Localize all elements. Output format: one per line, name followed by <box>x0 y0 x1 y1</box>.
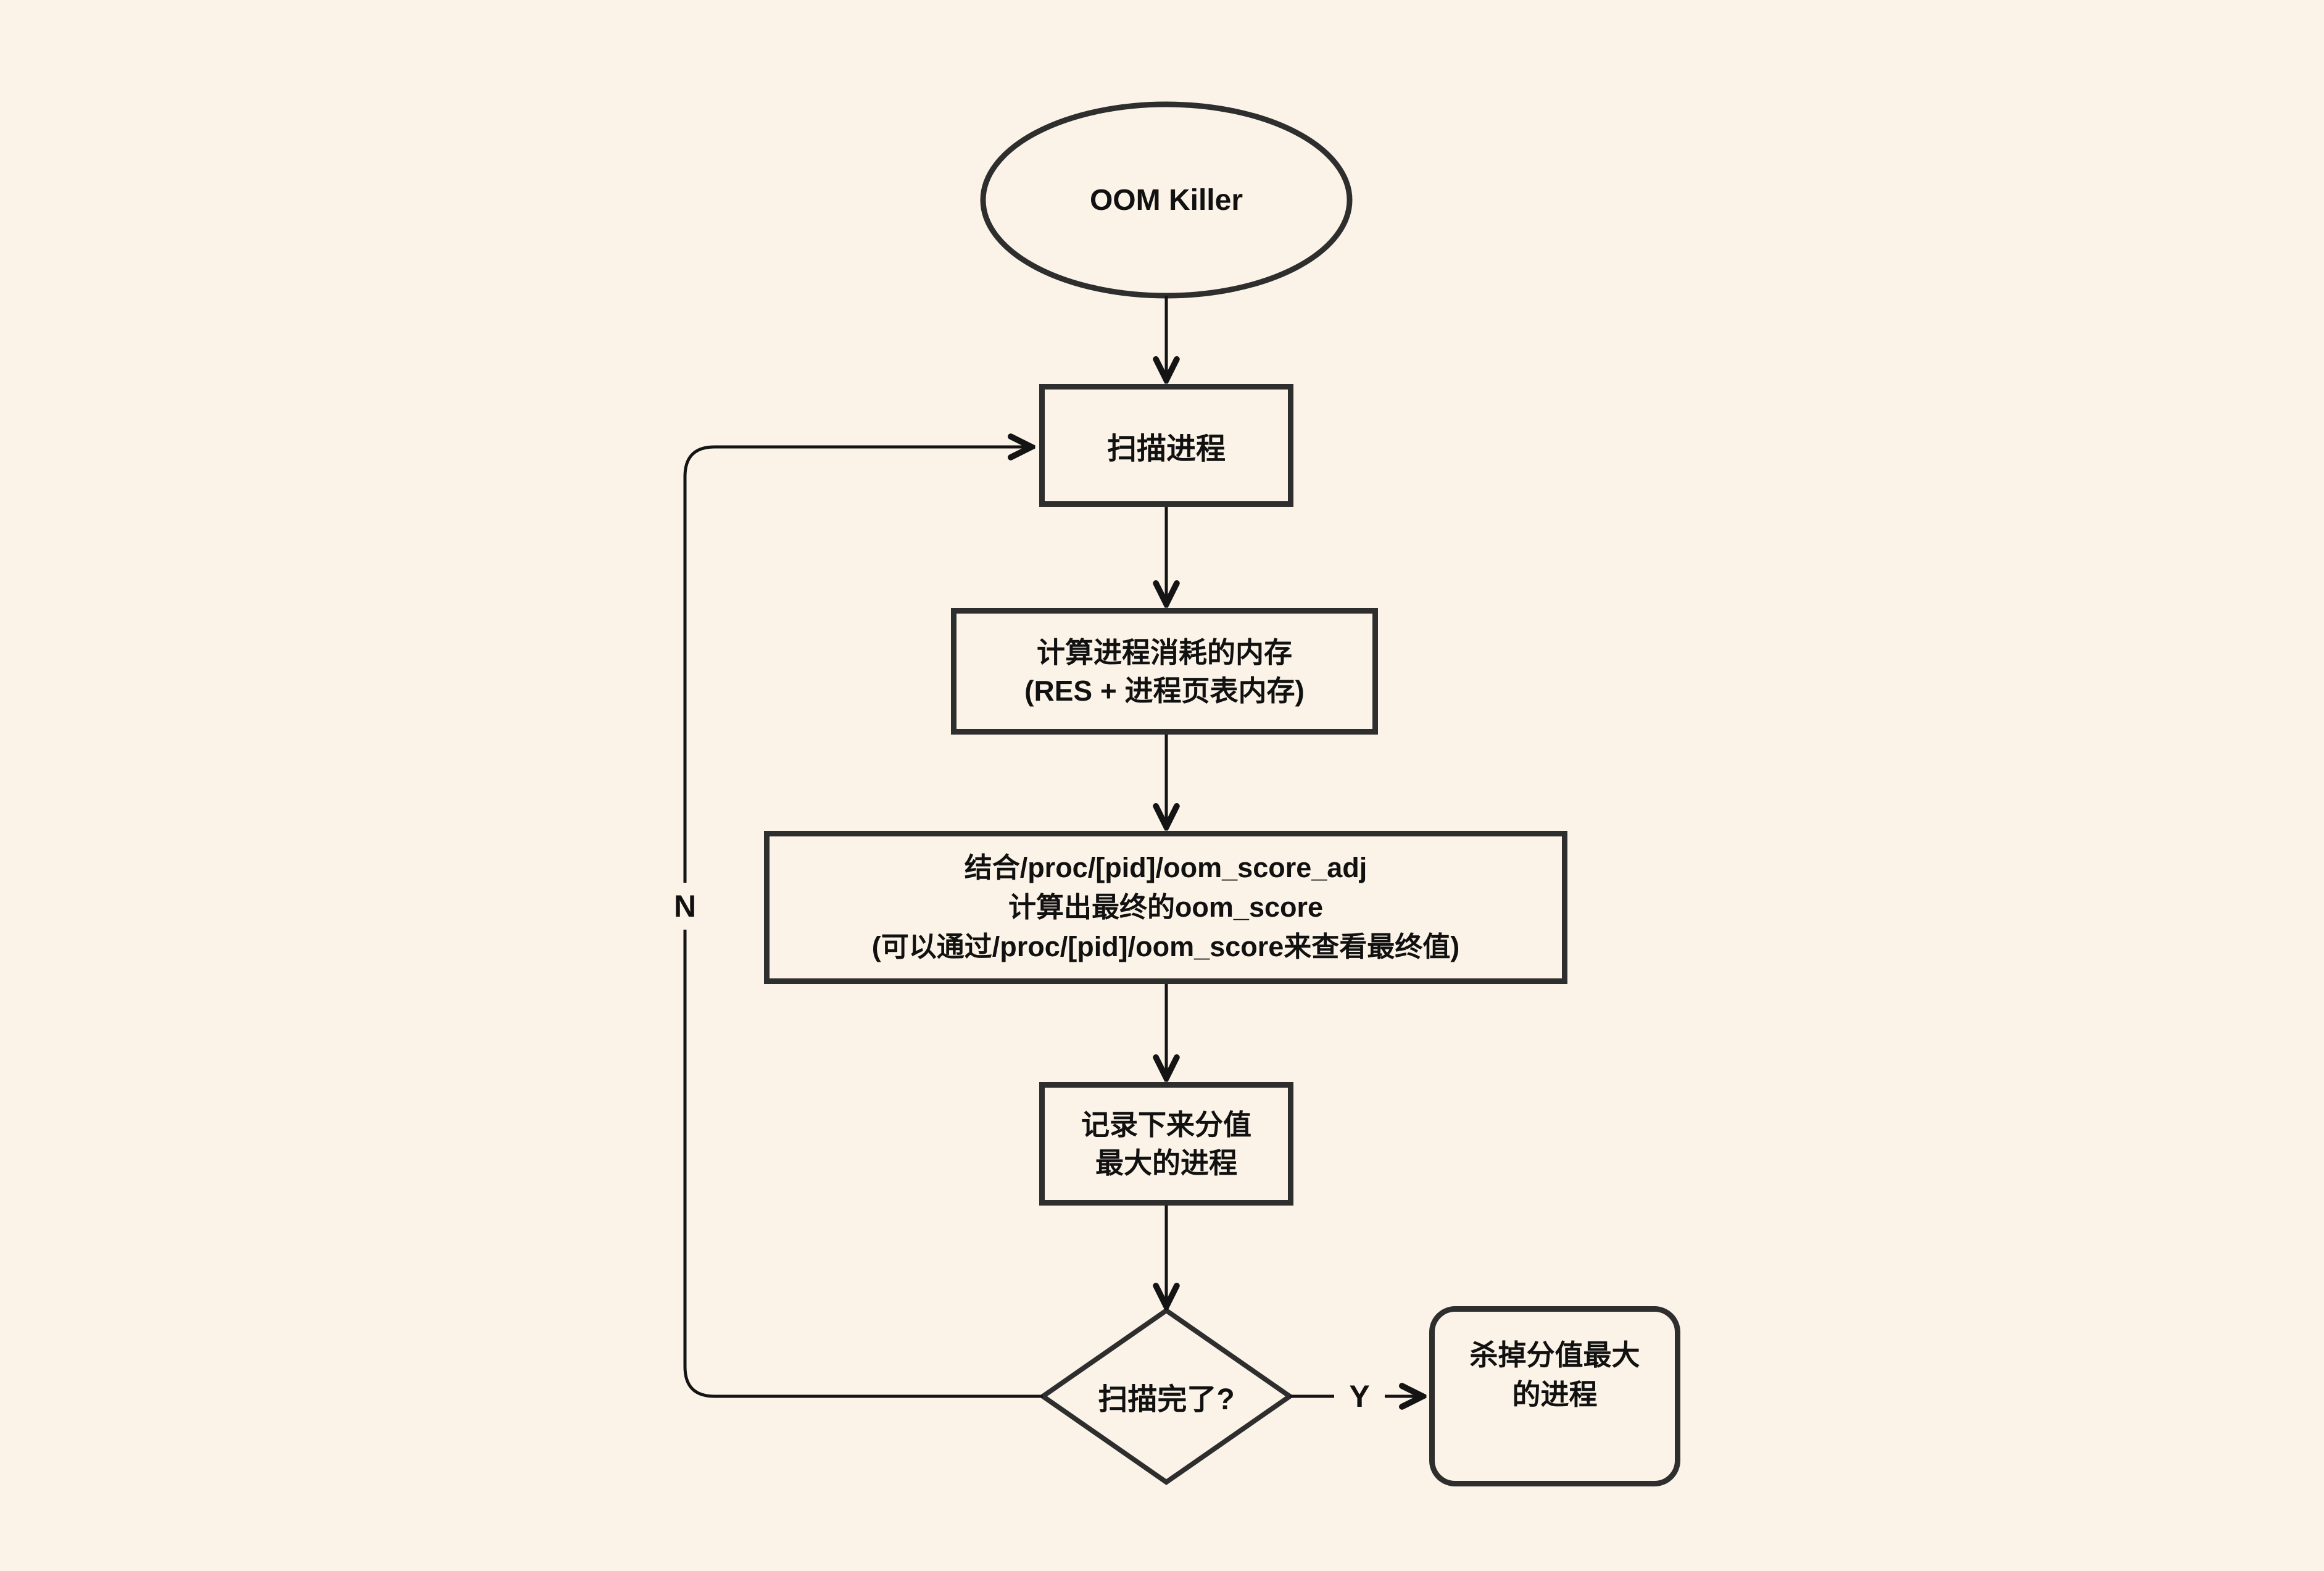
yes-edge-label: Y <box>1334 1373 1385 1420</box>
kill-process-line-1: 杀掉分值最大 <box>1469 1339 1640 1371</box>
record-max-node: 记录下来分值 最大的进程 <box>1039 1082 1293 1206</box>
calc-memory-node: 计算进程消耗的内存 (RES + 进程页表内存) <box>951 608 1378 735</box>
calc-score-line-1: 结合/proc/[pid]/oom_score_adj <box>964 852 1367 883</box>
calc-memory-line-1: 计算进程消耗的内存 <box>1037 636 1292 669</box>
decision-node-label: 扫描完了? <box>1098 1383 1235 1416</box>
record-max-line-2: 最大的进程 <box>1095 1147 1237 1179</box>
decision-diamond-shape <box>1038 1307 1295 1485</box>
decision-node-label-box: 扫描完了? <box>1043 1365 1290 1427</box>
calc-score-line-2: 计算出最终的oom_score <box>1008 891 1324 923</box>
calc-score-node: 结合/proc/[pid]/oom_score_adj 计算出最终的oom_sc… <box>764 831 1567 984</box>
scan-process-label: 扫描进程 <box>1106 432 1226 465</box>
no-edge-label: N <box>655 883 715 930</box>
calc-memory-line-2: (RES + 进程页表内存) <box>1024 674 1305 707</box>
start-node-label: OOM Killer <box>1089 183 1243 217</box>
kill-process-line-2: 的进程 <box>1512 1378 1598 1411</box>
start-node-label-box: OOM Killer <box>981 168 1351 232</box>
kill-process-node: 杀掉分值最大 的进程 <box>1429 1306 1680 1486</box>
record-max-line-1: 记录下来分值 <box>1081 1109 1251 1141</box>
scan-process-node: 扫描进程 <box>1039 384 1293 507</box>
calc-score-line-3: (可以通过/proc/[pid]/oom_score来查看最终值) <box>871 931 1460 962</box>
